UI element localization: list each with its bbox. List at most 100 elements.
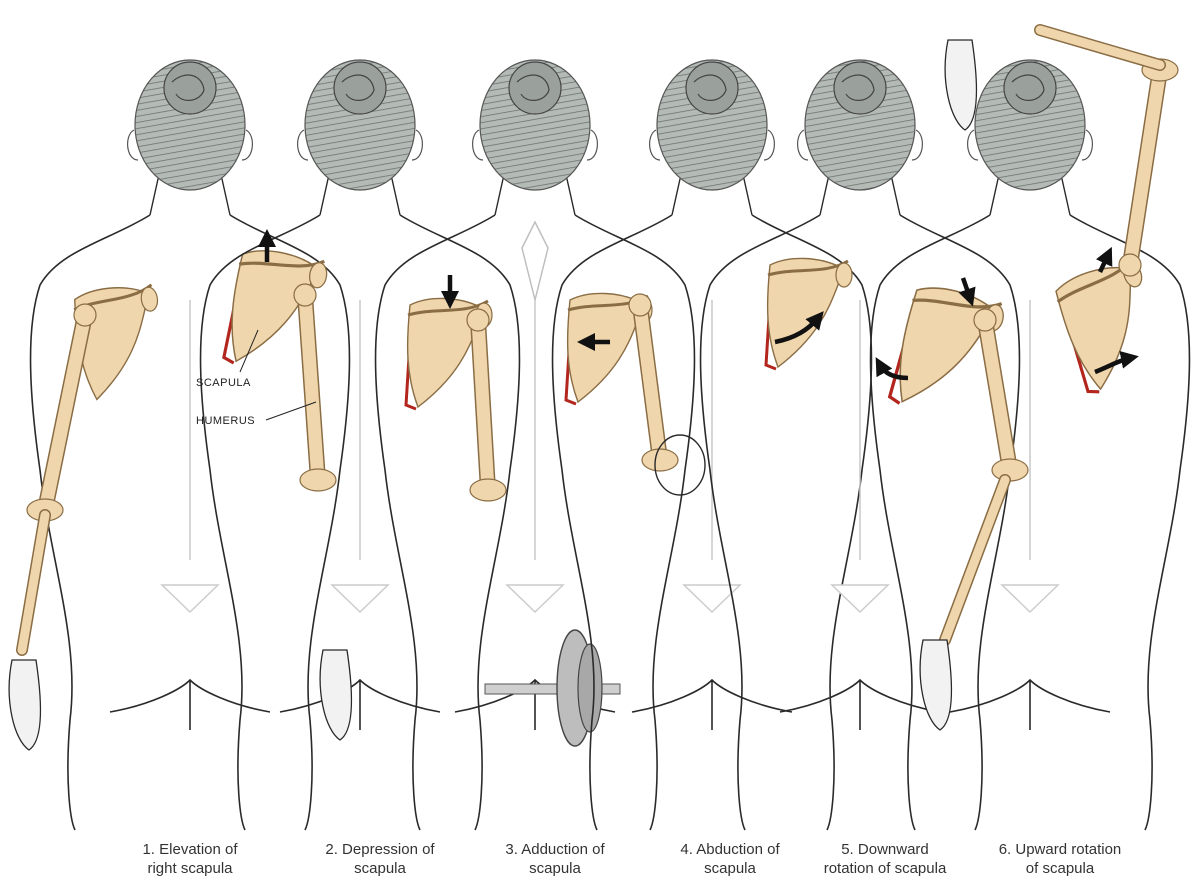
hair-bun (333, 61, 387, 115)
humerus-head (466, 308, 490, 332)
caption-line-2: scapula (704, 860, 756, 877)
ear (967, 129, 979, 161)
hair (479, 59, 591, 191)
sacrum-triangle (160, 584, 220, 614)
ear (763, 129, 775, 161)
humerus-head (73, 303, 97, 327)
gluteal-crease (779, 678, 941, 730)
caption-line-1: 5. Downward (841, 841, 929, 858)
caption-line-2: scapula (354, 860, 406, 877)
hair-bun (685, 61, 739, 115)
scapula-leader-line (239, 329, 259, 373)
humerus-shaft (471, 313, 495, 497)
hair-bun (163, 61, 217, 115)
ear (649, 129, 661, 161)
hair (656, 59, 768, 191)
sacrum-triangle (682, 584, 742, 614)
hair (304, 59, 416, 191)
caption-line-2: scapula (529, 860, 581, 877)
hair-bun (833, 61, 887, 115)
hair-bun-swirl (841, 74, 875, 101)
hand (919, 639, 953, 731)
dumbbell-icon (484, 629, 621, 747)
hair-bun (508, 61, 562, 115)
glenoid (140, 286, 159, 312)
figure-depression (199, 59, 521, 831)
humerus-label: HUMERUS (196, 415, 255, 427)
figure-adduction (374, 59, 706, 831)
scapula-bone (764, 257, 853, 371)
humerus-elbow (641, 448, 679, 472)
ear (586, 129, 598, 161)
caption-line-2: of scapula (1025, 860, 1095, 877)
hair-bun-swirl (693, 74, 727, 101)
hair (134, 59, 246, 191)
hand (319, 649, 353, 741)
sacrum-triangle (830, 584, 890, 614)
scapula-blade (231, 250, 316, 363)
caption-line-1: 6. Upward rotation (998, 841, 1122, 858)
dumbbell-plate (577, 643, 603, 733)
humerus-elbow (469, 478, 507, 502)
forearm-bones (1035, 25, 1165, 70)
spine-shading (521, 220, 549, 301)
humerus-head (973, 308, 997, 332)
caption-elevation: 1. Elevation of right scapula (100, 840, 280, 878)
elbow-outline (654, 434, 706, 496)
hair (804, 59, 916, 191)
torso-outline (374, 214, 696, 831)
humerus-shaft (1123, 63, 1167, 272)
humerus-head (293, 283, 317, 307)
caption-line-2: rotation of scapula (823, 860, 947, 877)
glenoid (835, 262, 853, 288)
humerus-shaft (38, 308, 92, 517)
humerus-head (628, 293, 652, 317)
sacrum-triangle (330, 584, 390, 614)
curved-arrow-icon (875, 357, 909, 381)
ear (797, 129, 809, 161)
gluteal-crease (279, 678, 441, 730)
ear (241, 129, 253, 161)
glenoid (309, 262, 328, 289)
hair-bun-swirl (171, 74, 205, 101)
caption-abduction: 4. Abduction of scapula (640, 840, 820, 878)
figure-downward-rotation (699, 59, 1029, 831)
sacrum-triangle (1000, 584, 1060, 614)
scapula-blade (1055, 266, 1132, 391)
forearm-bones (17, 510, 50, 655)
scapula-bone (222, 250, 328, 365)
hand (8, 659, 42, 751)
hair (974, 59, 1086, 191)
gluteal-crease (109, 678, 271, 730)
hair-bun-swirl (516, 74, 550, 101)
hair-bun-swirl (1011, 74, 1045, 101)
torso-outline (199, 214, 521, 831)
ear (297, 129, 309, 161)
gluteal-crease (631, 678, 793, 730)
humerus-shaft (978, 313, 1017, 477)
up-arrow-icon (1096, 246, 1113, 273)
hair-bun-swirl (341, 74, 375, 101)
hand (944, 39, 978, 131)
hair-bun (1003, 61, 1057, 115)
caption-adduction: 3. Adduction of scapula (465, 840, 645, 878)
curved-arrow-icon (1094, 350, 1139, 375)
figure-upward-rotation (869, 24, 1191, 831)
scapula-blade (766, 257, 841, 369)
caption-line-1: 4. Abduction of (680, 841, 780, 858)
figure-abduction (551, 59, 873, 831)
caption-line-2: right scapula (147, 860, 233, 877)
scapula-bone (1055, 258, 1143, 394)
caption-depression: 2. Depression of scapula (290, 840, 470, 878)
caption-downward-rotation: 5. Downward rotation of scapula (795, 840, 975, 878)
gluteal-crease (949, 678, 1111, 730)
ear (472, 129, 484, 161)
humerus-shaft (633, 298, 667, 467)
caption-line-1: 3. Adduction of (505, 841, 605, 858)
sacrum-triangle (505, 584, 565, 614)
scapula-blade (566, 292, 641, 404)
humerus-elbow (299, 468, 337, 492)
scapula-label: SCAPULA (196, 377, 251, 389)
caption-line-1: 1. Elevation of (142, 841, 238, 858)
